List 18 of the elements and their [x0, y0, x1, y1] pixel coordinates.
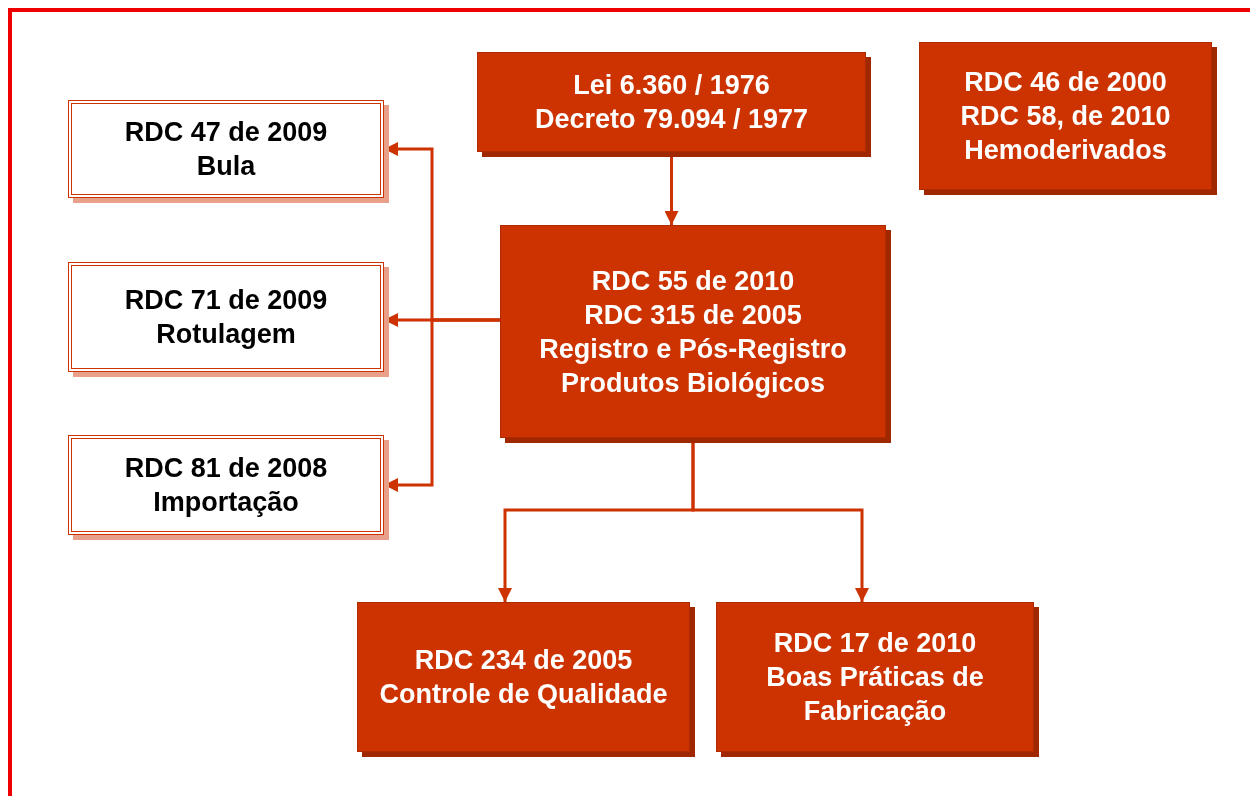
box-text: Lei 6.360 / 1976 [573, 69, 770, 102]
box-text: RDC 58, de 2010 [960, 100, 1171, 133]
box-text: RDC 47 de 2009 [124, 116, 328, 149]
box-text: Boas Práticas de Fabricação [765, 661, 985, 728]
box-text: RDC 81 de 2008 [124, 452, 328, 485]
box-text: Decreto 79.094 / 1977 [534, 103, 809, 136]
box-text: RDC 55 de 2010 [591, 264, 795, 298]
box-text: Bula [196, 150, 256, 183]
box-text: Hemoderivados [964, 134, 1167, 167]
box-text: Rotulagem [156, 318, 296, 351]
box-text: RDC 46 de 2000 [964, 66, 1167, 99]
box-text: RDC 234 de 2005 [414, 644, 633, 677]
box-text: Registro e Pós-Registro Produtos Biológicos [538, 332, 848, 400]
box-text: RDC 17 de 2010 [773, 627, 977, 660]
box-text: RDC 315 de 2005 [584, 298, 802, 332]
box-text: Importação [153, 486, 299, 519]
box-text: Controle de Qualidade [379, 678, 668, 711]
box-text: RDC 71 de 2009 [124, 284, 328, 317]
